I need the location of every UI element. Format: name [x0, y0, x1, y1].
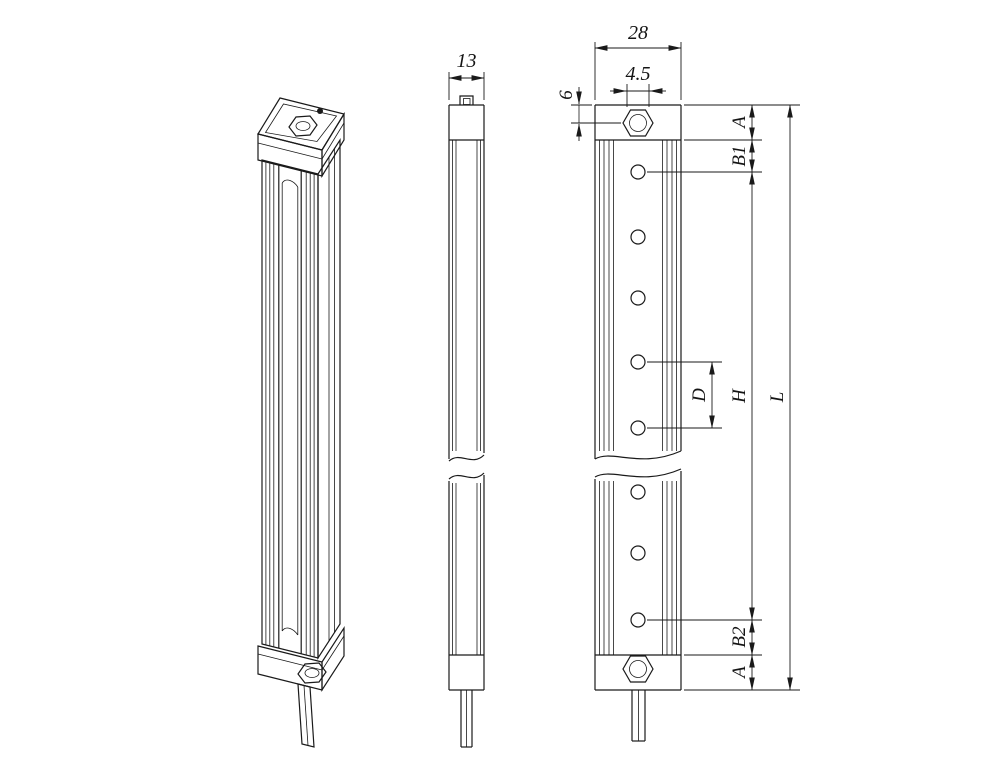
bottom-cap-parting-line-side — [321, 635, 345, 671]
front-profile-lines — [599, 140, 677, 655]
bottom-cap-parting-line — [257, 653, 323, 671]
dim-4-5: 4.5 — [610, 63, 666, 107]
dimension-annotations: 28 4.5 6 — [556, 22, 800, 691]
cable — [297, 683, 315, 748]
dim-A-top: A — [729, 104, 755, 141]
break-lines-side — [448, 454, 485, 480]
mounting-tab — [459, 95, 474, 105]
bottom-cap-side-face — [321, 625, 345, 693]
hex-nut-bottom-iso-icon — [297, 662, 327, 684]
dim-B1-label: B1 — [729, 145, 750, 166]
dim-B2-label: B2 — [729, 626, 750, 648]
break-lines-front — [594, 450, 682, 478]
cable-front — [631, 690, 646, 742]
dim-13: 13 — [448, 50, 485, 100]
cable-side — [460, 690, 473, 748]
side-outline — [448, 104, 485, 691]
cap-top-inset — [264, 103, 338, 142]
beam-lens — [630, 229, 646, 245]
beam-lens — [630, 354, 646, 370]
beam-lens — [630, 484, 646, 500]
dim-A-bottom: A — [729, 654, 755, 691]
dim-L-label: L — [767, 392, 788, 404]
indicator-dot-icon — [317, 108, 323, 114]
beam-lens — [630, 420, 646, 436]
hex-nut-bottom — [622, 655, 654, 683]
isometric-view — [257, 97, 345, 748]
hex-hole-top-iso — [295, 121, 311, 131]
dim-L: L — [767, 104, 793, 691]
cap-parting-line-side — [321, 122, 345, 160]
bottom-cap — [257, 625, 345, 693]
dim-6-label: 6 — [556, 90, 577, 100]
dim-13-label: 13 — [457, 50, 477, 72]
dim-H-label: H — [729, 388, 750, 404]
dim-A-bottom-label: A — [729, 666, 750, 680]
hex-hole-bottom-iso — [304, 668, 320, 678]
beam-lens — [630, 290, 646, 306]
body-side-face — [317, 137, 341, 661]
beam-lens — [630, 164, 646, 180]
dim-4-5-label: 4.5 — [626, 63, 651, 85]
front-view — [594, 104, 682, 742]
lens-window — [278, 164, 302, 654]
top-cap — [257, 97, 345, 179]
beam-lens — [630, 545, 646, 561]
cap-side-face — [321, 111, 345, 179]
beam-lens — [630, 612, 646, 628]
dim-6: 6 — [556, 87, 621, 141]
dim-H: H — [729, 171, 755, 621]
dim-28: 28 — [594, 22, 682, 100]
body — [261, 137, 341, 661]
hex-nut-top — [622, 109, 654, 137]
dim-B2: B2 — [729, 619, 755, 656]
dim-B1: B1 — [729, 139, 755, 173]
dim-D-label: D — [689, 388, 710, 403]
side-profile-lines — [452, 140, 481, 655]
side-view: 13 — [448, 50, 485, 748]
cap-parting-line — [257, 142, 323, 160]
beam-lenses — [630, 164, 646, 628]
dim-A-top-label: A — [729, 116, 750, 130]
dim-28-label: 28 — [628, 22, 648, 44]
mounting-tab-slot — [463, 98, 471, 105]
extrusion-grooves — [265, 148, 335, 657]
front-outline — [594, 104, 682, 691]
body-front-face — [261, 159, 319, 659]
dim-D: D — [689, 361, 715, 429]
hex-nut-top-iso-icon — [288, 115, 318, 137]
